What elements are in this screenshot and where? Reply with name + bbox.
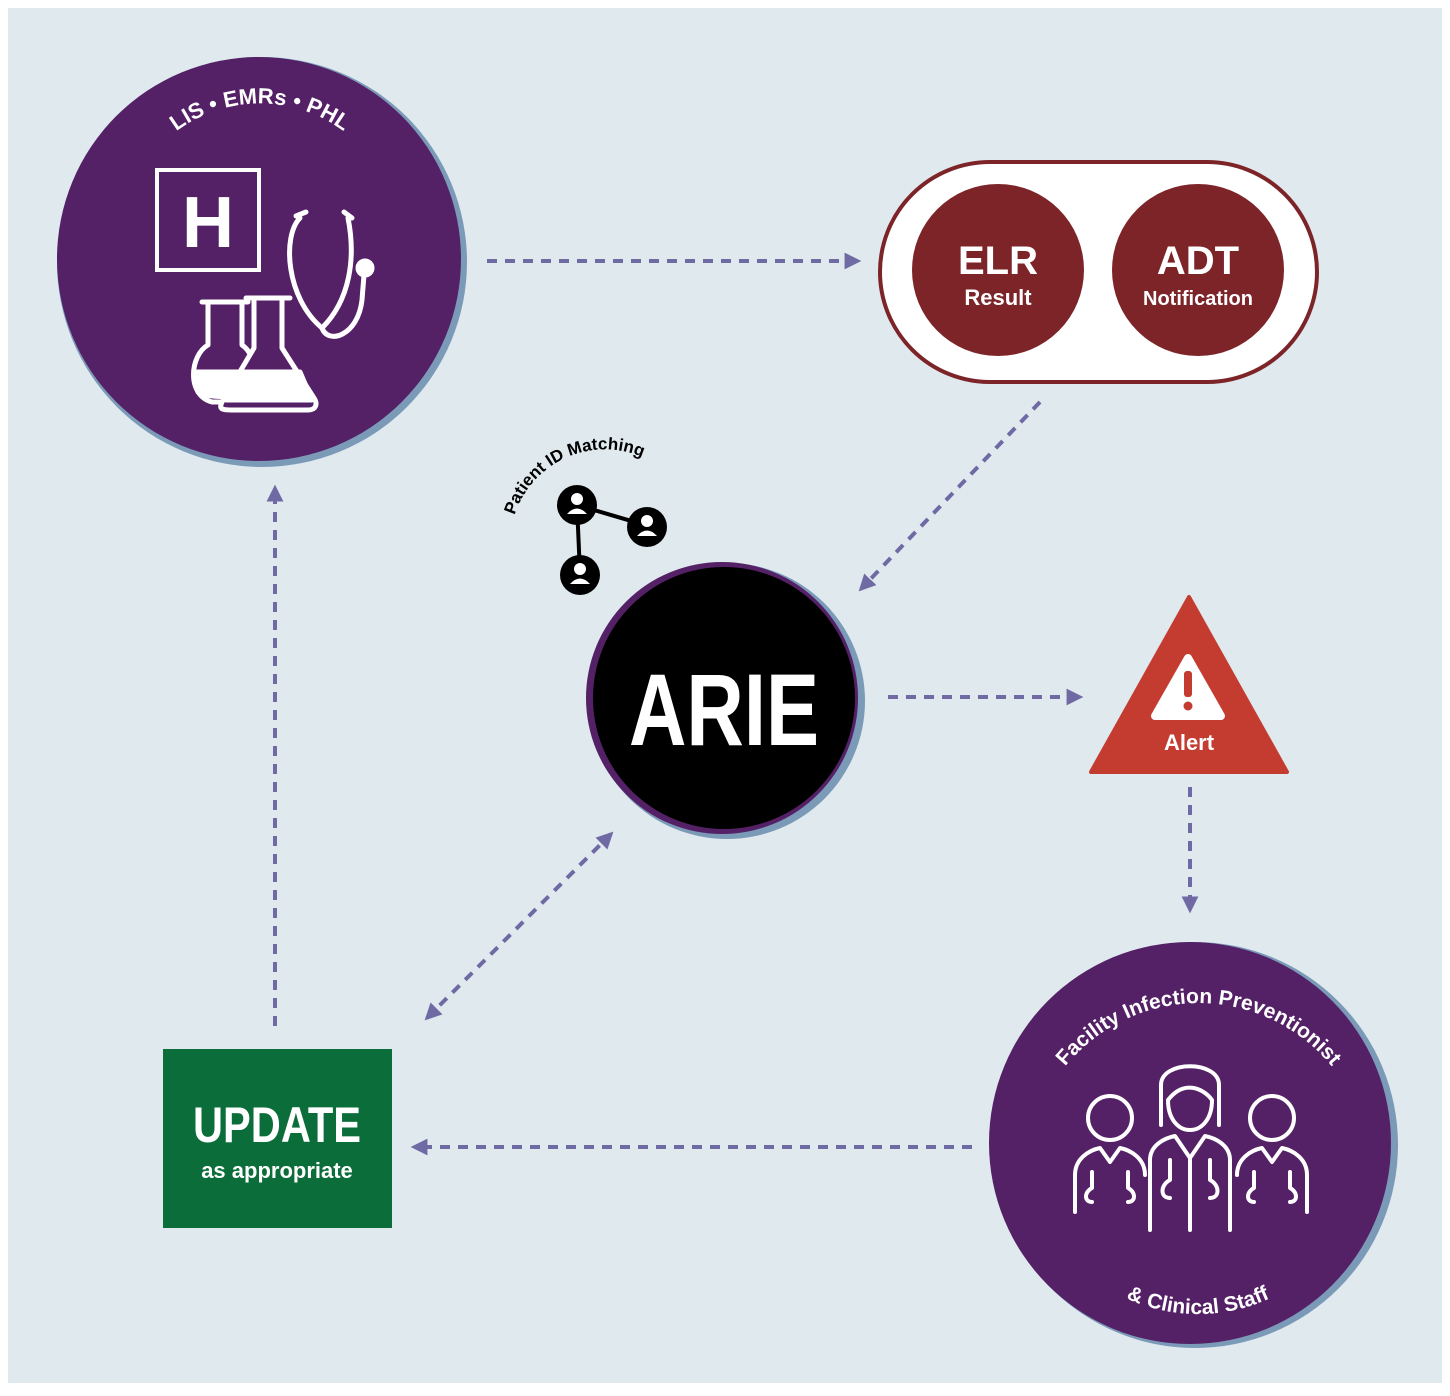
- hospital-icon: H: [155, 168, 261, 272]
- alert-label: Alert: [1164, 730, 1215, 755]
- update-subtitle: as appropriate: [201, 1158, 353, 1183]
- update-node: UPDATE as appropriate: [163, 1049, 392, 1228]
- alert-node: Alert: [1089, 595, 1289, 774]
- elr-title: ELR: [958, 239, 1038, 283]
- elr-subtitle: Result: [964, 285, 1032, 310]
- clinical-team-icon: [1073, 1064, 1309, 1232]
- svg-text:H: H: [182, 183, 234, 263]
- adt-node: ADT Notification: [1112, 184, 1284, 356]
- arie-label: ARIE: [629, 653, 819, 767]
- arrow-update-arie-bidirectional: [424, 831, 614, 1021]
- staff-node: Facility Infection Preventionist & Clini…: [989, 942, 1398, 1348]
- arrow-messages-to-arie: [858, 400, 1042, 592]
- adt-title: ADT: [1157, 239, 1239, 283]
- arie-node: ARIE: [586, 562, 865, 839]
- sources-node: LIS • EMRs • PHL H: [57, 57, 467, 467]
- messages-group: ELR Result ADT Notification: [878, 160, 1319, 384]
- arrows: [266, 252, 1199, 1156]
- patient-network-icon: [557, 485, 667, 595]
- flask-icon: [191, 295, 319, 413]
- adt-subtitle: Notification: [1143, 288, 1253, 310]
- warning-icon: [1151, 654, 1225, 720]
- elr-node: ELR Result: [912, 184, 1084, 356]
- stethoscope-icon: [287, 209, 375, 339]
- update-title: UPDATE: [193, 1097, 361, 1153]
